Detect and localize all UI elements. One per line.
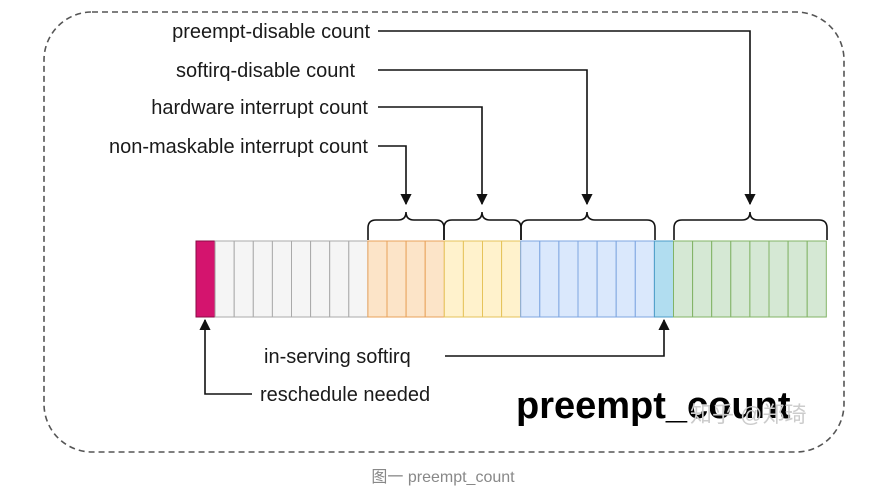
bit-cell-softirq-disable	[539, 240, 560, 318]
bit-cell-preempt	[711, 240, 732, 318]
bit-cell-unused	[252, 240, 273, 318]
bit-cell-softirq-disable	[596, 240, 617, 318]
diagram-title: preempt_count	[516, 385, 791, 427]
bit-cell-unused	[214, 240, 235, 318]
bit-cell-softirq-disable	[520, 240, 541, 318]
dashed-frame	[43, 11, 845, 453]
bit-cell-hardirq	[501, 240, 522, 318]
in-serving-softirq-connector	[445, 318, 670, 357]
bit-cell-nmi	[424, 240, 445, 318]
bit-cell-unused	[271, 240, 292, 318]
bit-cell-preempt	[749, 240, 770, 318]
bit-cell-hardirq	[482, 240, 503, 318]
bit-cell-preempt	[673, 240, 694, 318]
bit-cell-softirq-disable	[634, 240, 655, 318]
bit-cell-unused	[233, 240, 254, 318]
brace-group	[367, 211, 828, 240]
bit-cell-preempt	[768, 240, 789, 318]
watermark: 知乎 @郑琦	[690, 402, 806, 427]
bit-cell-preempt	[787, 240, 808, 318]
reschedule-needed-connector	[199, 318, 252, 395]
bit-cell-preempt	[730, 240, 751, 318]
softirq-disable-label: softirq-disable count	[176, 60, 355, 82]
hardware-interrupt-connector	[378, 106, 488, 206]
preempt-disable-label: preempt-disable count	[172, 21, 370, 43]
softirq-disable-brace	[520, 211, 656, 240]
softirq-disable-connector	[378, 69, 593, 206]
bit-cell-nmi	[367, 240, 388, 318]
connectors	[199, 30, 756, 395]
preempt-brace	[673, 211, 828, 240]
hardirq-brace	[443, 211, 522, 240]
bit-cell-serving-softirq	[653, 240, 675, 318]
bit-cell-preempt	[692, 240, 713, 318]
hardware-interrupt-label: hardware interrupt count	[151, 97, 368, 119]
bit-cell-hardirq	[443, 240, 464, 318]
bit-cell-unused	[329, 240, 350, 318]
bit-cell-hardirq	[462, 240, 483, 318]
preempt-disable-connector	[378, 30, 756, 206]
bit-cell-unused	[348, 240, 369, 318]
bit-cell-nmi	[386, 240, 407, 318]
reschedule-needed-label: reschedule needed	[260, 384, 430, 406]
bit-cell-softirq-disable	[615, 240, 636, 318]
bit-register	[195, 240, 827, 318]
bit-cell-softirq-disable	[577, 240, 598, 318]
figure-caption: 图一 preempt_count	[371, 469, 515, 486]
bit-cell-unused	[291, 240, 312, 318]
nmi-connector	[378, 145, 412, 206]
bit-cell-reschedule	[195, 240, 216, 318]
bit-cell-softirq-disable	[558, 240, 579, 318]
nmi-label: non-maskable interrupt count	[109, 136, 368, 158]
bit-cell-nmi	[405, 240, 426, 318]
bit-cell-preempt	[806, 240, 827, 318]
in-serving-softirq-label: in-serving softirq	[264, 346, 411, 368]
nmi-brace	[367, 211, 445, 240]
bit-cell-unused	[310, 240, 331, 318]
